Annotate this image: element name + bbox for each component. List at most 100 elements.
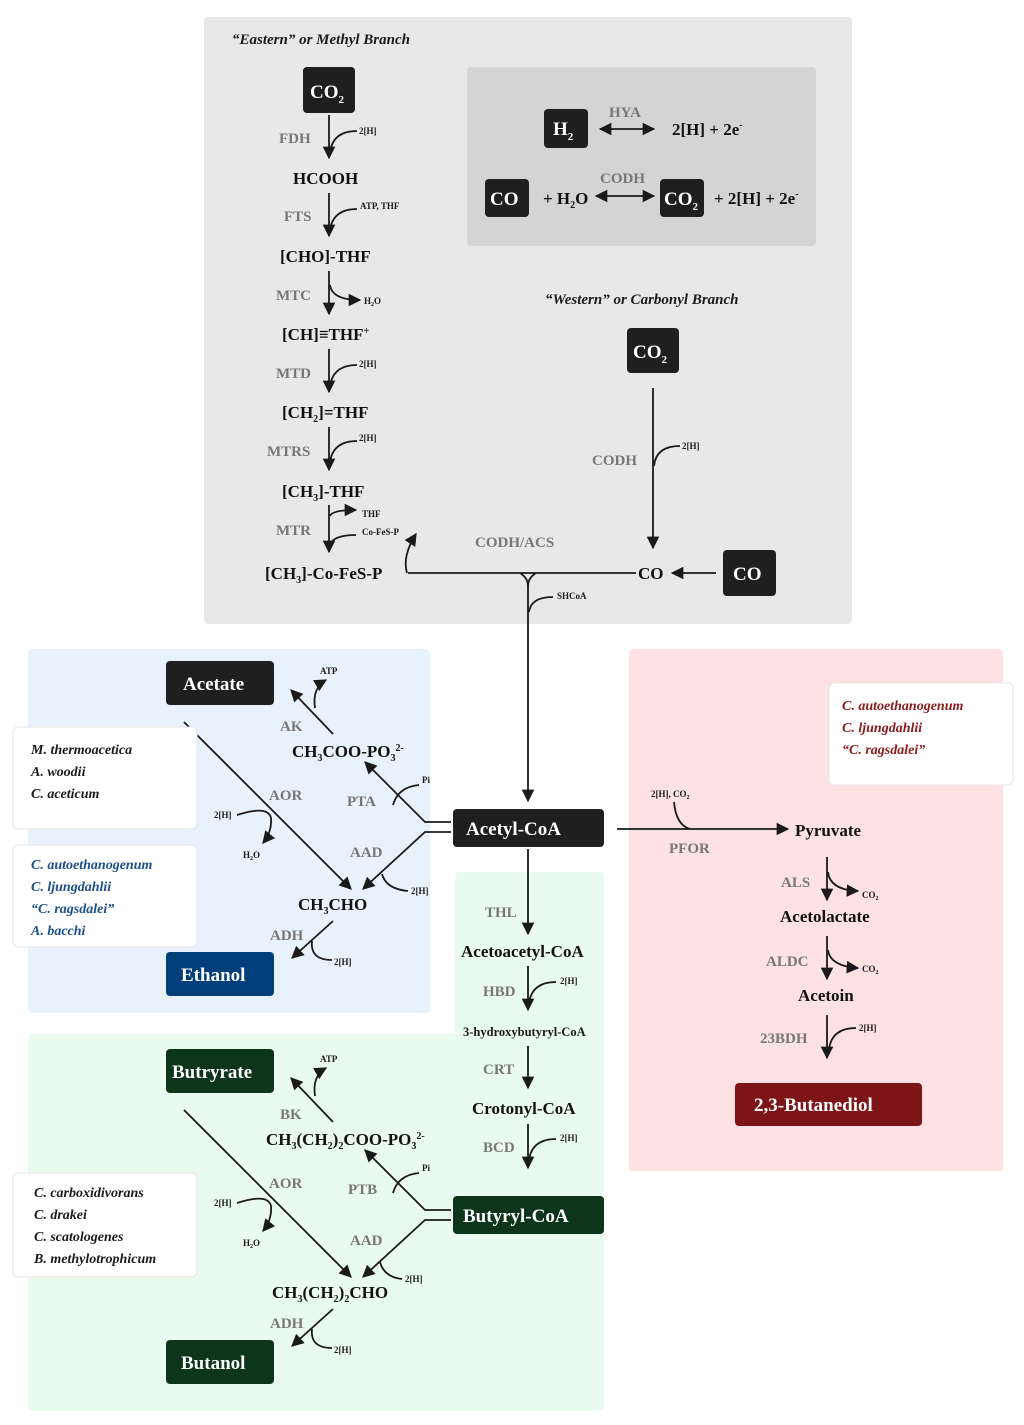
als-co2: CO2 <box>862 890 879 902</box>
ethanol-species-3: A. bacchi <box>30 924 86 939</box>
butanol-species-3: B. methylotrophicum <box>33 1252 156 1267</box>
side-co2-box <box>660 179 704 217</box>
side-h2o: + H2O <box>543 189 588 211</box>
bu-aor-2h: 2[H] <box>214 1198 232 1208</box>
aad-enzyme: AAD <box>350 845 383 861</box>
hbd-2h: 2[H] <box>560 976 578 986</box>
butyrate-label: Butryrate <box>172 1062 252 1083</box>
aor-enzyme: AOR <box>269 788 303 804</box>
bcd-2h: 2[H] <box>560 1133 578 1143</box>
mtrs-cofactor: 2[H] <box>359 433 377 443</box>
butyraldehyde: CH3(CH2)2CHO <box>272 1283 388 1305</box>
methyl-co2-label: CO2 <box>310 82 345 106</box>
side-co2-label: CO2 <box>664 189 699 213</box>
h2-label: H2 <box>553 119 574 143</box>
butyryl-coa-label: Butyryl-CoA <box>463 1206 569 1227</box>
ch2-thf: [CH2]=THF <box>282 403 368 425</box>
acetogen-species-box <box>12 726 198 830</box>
ethanol-species-0: C. autoethanogenum <box>31 858 152 873</box>
butyrate-atp: ATP <box>320 1054 338 1064</box>
pfor-input: 2[H], CO2 <box>651 789 690 801</box>
acetogen-species-0: M. thermoacetica <box>30 743 132 758</box>
mtd-cofactor: 2[H] <box>359 359 377 369</box>
ptb-enzyme: PTB <box>348 1182 377 1198</box>
hydroxybutyryl-coa: 3-hydroxybutyryl-CoA <box>463 1025 586 1039</box>
fts-enzyme: FTS <box>284 209 312 225</box>
butyryl-phosphate: CH3(CH2)2COO-PO32- <box>266 1130 425 1152</box>
hcooh: HCOOH <box>293 169 358 188</box>
acetaldehyde: CH3CHO <box>298 895 367 917</box>
pfor-enzyme: PFOR <box>669 841 710 857</box>
adh-enzyme: ADH <box>270 928 304 944</box>
hydrogenase-codh-panel <box>467 67 816 246</box>
butyrate-butanol-panel <box>28 1034 604 1411</box>
acetogen-species-1: A. woodii <box>30 765 86 780</box>
ptb-pi: Pi <box>422 1163 430 1173</box>
eastern-branch-title: “Eastern” or Methyl Branch <box>232 32 410 48</box>
hbd-enzyme: HBD <box>483 984 516 1000</box>
acetolactate: Acetolactate <box>780 907 870 926</box>
mtc-cofactor: H2O <box>364 296 381 308</box>
aldc-co2: CO2 <box>862 964 879 976</box>
carbonyl-co2-box <box>627 328 679 373</box>
crt-enzyme: CRT <box>483 1062 514 1078</box>
aor-h2o: H2O <box>243 850 260 862</box>
ethanol-box <box>166 952 274 996</box>
bdo-species-box <box>828 682 1014 786</box>
western-branch-title: “Western” or Carbonyl Branch <box>545 292 739 308</box>
crotonyl-coa: Crotonyl-CoA <box>472 1099 576 1118</box>
pta-pi: Pi <box>422 775 430 785</box>
chain-elongation-panel <box>455 872 604 1038</box>
aor-2h: 2[H] <box>214 810 232 820</box>
ch3-co-fesp: [CH3]-Co-FeS-P <box>265 564 382 586</box>
bu-adh-2h: 2[H] <box>334 1345 352 1355</box>
fdh-cofactor: 2[H] <box>359 126 377 136</box>
bdo-species-0: C. autoethanogenum <box>842 699 963 714</box>
bu-aad-enzyme: AAD <box>350 1233 383 1249</box>
butyrate-box <box>166 1049 274 1093</box>
carbonyl-co-box-label: CO <box>733 564 762 585</box>
fts-cofactor: ATP, THF <box>360 201 400 211</box>
bu-aor-h2o: H2O <box>243 1238 260 1250</box>
methyl-co2-box <box>303 67 355 113</box>
acetate-box <box>166 661 274 705</box>
carbonyl-co-box <box>723 550 776 596</box>
ch-thf: [CH]≡THF+ <box>282 325 369 344</box>
bdo-species-2: “C. ragsdalei” <box>842 743 925 758</box>
acetate-atp: ATP <box>320 666 338 676</box>
butanol-species-box <box>12 1172 198 1278</box>
butanediol-label: 2,3-Butanediol <box>754 1095 873 1116</box>
mtd-enzyme: MTD <box>276 366 311 382</box>
acetate-label: Acetate <box>183 674 244 695</box>
acetoacetyl-coa: Acetoacetyl-CoA <box>461 942 584 961</box>
pta-enzyme: PTA <box>347 794 376 810</box>
carbonyl-cofactor: 2[H] <box>682 441 700 451</box>
butanol-species-0: C. carboxidivorans <box>34 1186 144 1201</box>
codh-acs-enzyme: CODH/ACS <box>475 535 554 551</box>
shcoa-cofactor: SHCoA <box>557 591 587 601</box>
butanol-species-2: C. scatologenes <box>34 1230 124 1245</box>
carbonyl-codh-enzyme: CODH <box>592 453 637 469</box>
butanol-species-1: C. drakei <box>34 1208 87 1223</box>
butanediol-box <box>735 1083 922 1126</box>
carbonyl-co2-label: CO2 <box>633 342 668 366</box>
bdh-enzyme: 23BDH <box>760 1031 808 1047</box>
aad-2h: 2[H] <box>411 886 429 896</box>
ethanol-species-1: C. ljungdahlii <box>31 880 111 895</box>
acetogen-species-2: C. aceticum <box>31 787 100 802</box>
adh-2h: 2[H] <box>334 957 352 967</box>
bk-enzyme: BK <box>280 1107 302 1123</box>
thl-enzyme: THL <box>485 905 517 921</box>
side-co-label: CO <box>490 189 519 210</box>
pyruvate: Pyruvate <box>795 821 862 840</box>
ethanol-species-box <box>12 844 198 948</box>
acetyl-coa-box <box>453 809 604 847</box>
bcd-enzyme: BCD <box>483 1140 515 1156</box>
mtrs-enzyme: MTRS <box>267 444 310 460</box>
ethanol-species-2: “C. ragsdalei” <box>31 902 114 917</box>
butanol-box <box>166 1340 274 1384</box>
ethanol-label: Ethanol <box>181 965 245 986</box>
bu-adh-enzyme: ADH <box>270 1316 304 1332</box>
acetyl-phosphate: CH3COO-PO32- <box>292 742 404 764</box>
